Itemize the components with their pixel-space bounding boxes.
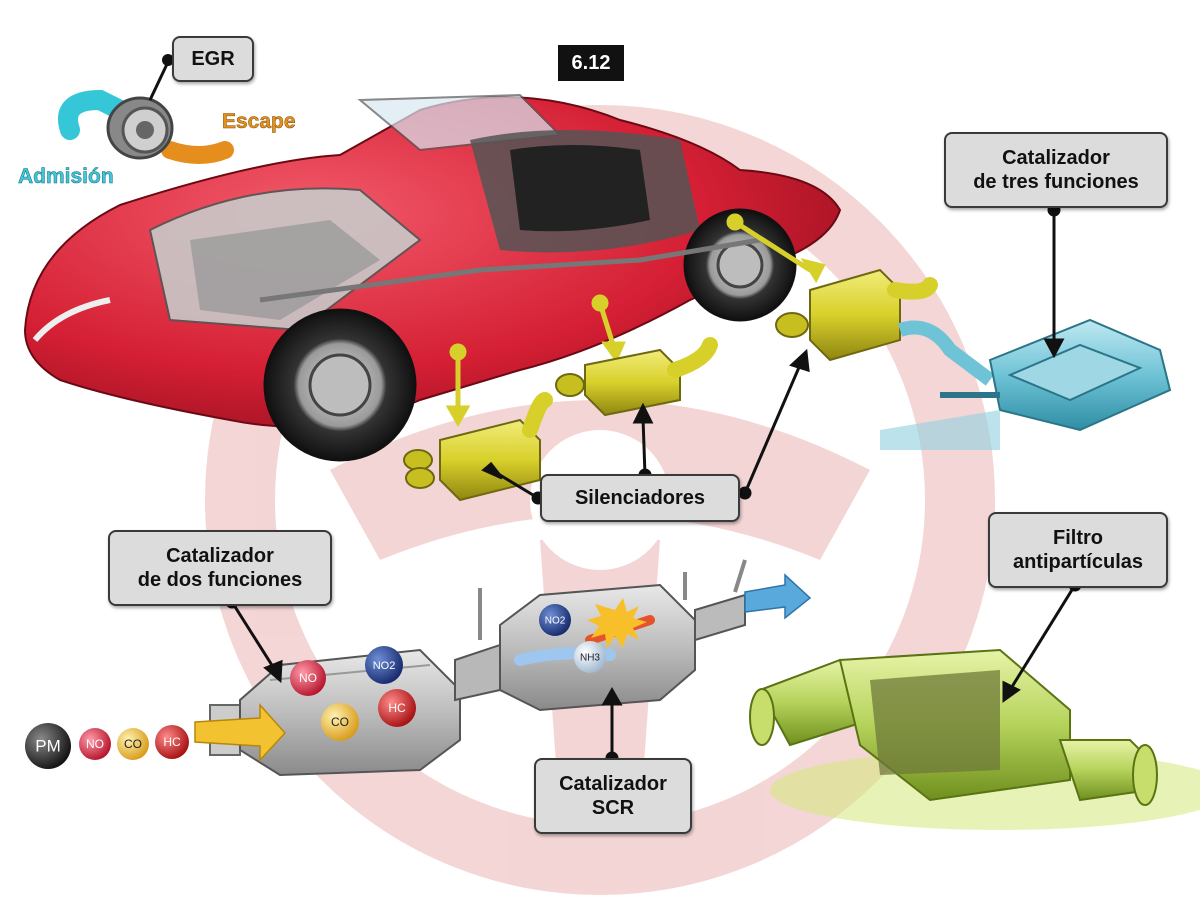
molecule-no2-scr: NO2 bbox=[545, 616, 566, 627]
molecule-co-catalyst: CO bbox=[331, 715, 349, 729]
scr-catalyst-label-line1: Catalizador bbox=[559, 773, 667, 795]
three-way-catalyst-icon bbox=[880, 318, 1172, 450]
three-way-catalyst-label: Catalizador de tres funciones bbox=[944, 132, 1168, 208]
escape-label: Escape bbox=[222, 110, 296, 134]
molecule-no-catalyst: NO bbox=[299, 671, 317, 685]
flow-arrows bbox=[194, 573, 812, 762]
particle-filter-icon bbox=[749, 648, 1200, 830]
two-way-catalyst-label-line2: de dos funciones bbox=[137, 569, 303, 591]
car-illustration bbox=[23, 93, 842, 462]
molecule-no: NO bbox=[86, 737, 104, 751]
muffler-icon bbox=[403, 268, 938, 502]
particle-filter-label: Filtro antipartículas bbox=[988, 512, 1168, 588]
admision-label: Admisión bbox=[18, 165, 114, 189]
two-way-catalyst-label: Catalizador de dos funciones bbox=[108, 530, 332, 606]
molecule-nh3-scr: NH3 bbox=[580, 653, 600, 664]
particle-filter-label-line1: Filtro bbox=[1053, 527, 1103, 549]
figure-number: 6.12 bbox=[558, 45, 624, 81]
molecule-pm: PM bbox=[35, 736, 61, 755]
scr-catalyst-label-line2: SCR bbox=[591, 797, 635, 819]
three-way-catalyst-label-line2: de tres funciones bbox=[973, 171, 1139, 193]
molecule-no2-catalyst: NO2 bbox=[373, 660, 396, 672]
silencers-label: Silenciadores bbox=[540, 474, 740, 522]
egr-valve-icon bbox=[58, 54, 234, 164]
egr-label: EGR bbox=[172, 36, 254, 82]
molecule-hc-catalyst: HC bbox=[388, 701, 406, 715]
pointer-lines bbox=[225, 203, 1082, 765]
three-way-catalyst-label-line1: Catalizador bbox=[1002, 147, 1110, 169]
molecule-hc: HC bbox=[163, 735, 181, 749]
two-way-catalyst-label-line1: Catalizador bbox=[166, 545, 274, 567]
particle-filter-label-line2: antipartículas bbox=[1012, 551, 1144, 573]
molecule-co: CO bbox=[124, 737, 142, 751]
molecule-balls bbox=[25, 604, 606, 769]
scr-catalyst-label: Catalizador SCR bbox=[534, 758, 692, 834]
muffler-pointers bbox=[445, 213, 826, 428]
